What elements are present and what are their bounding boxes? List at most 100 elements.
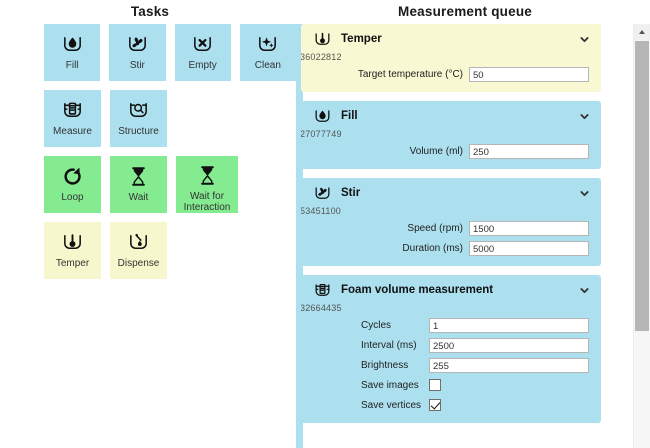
- task-button-label: Loop: [61, 192, 84, 203]
- queue-card-header[interactable]: Temper: [301, 24, 601, 54]
- task-button-label: Temper: [55, 258, 90, 269]
- task-button-wait-for-interaction[interactable]: Wait for Interaction: [176, 156, 238, 213]
- queue-card-title: Fill: [341, 110, 358, 122]
- queue-card-id: 32664435: [301, 303, 342, 313]
- beaker-drop-icon: [311, 107, 333, 125]
- field-input[interactable]: 1: [429, 317, 589, 333]
- task-button-label: Dispense: [117, 258, 160, 269]
- chevron-down-icon[interactable]: [579, 188, 593, 199]
- field-label: Save vertices: [361, 399, 422, 411]
- task-button-dispense[interactable]: Dispense: [110, 222, 167, 279]
- beaker-cross-icon: [191, 31, 214, 57]
- task-button-empty[interactable]: Empty: [174, 24, 231, 81]
- field-input[interactable]: 5000: [469, 240, 589, 256]
- field-input[interactable]: 255: [429, 357, 589, 373]
- scrollbar-thumb[interactable]: [635, 41, 649, 331]
- chevron-down-icon[interactable]: [579, 285, 593, 296]
- task-button-wait[interactable]: Wait: [110, 156, 167, 213]
- beaker-pipette-icon: [127, 229, 150, 255]
- beaker-propeller-icon: [311, 184, 333, 202]
- field-input[interactable]: 1500: [469, 220, 589, 236]
- beaker-thermometer-icon: [61, 229, 84, 255]
- queue-card-id: 27077749: [301, 129, 342, 139]
- field-input[interactable]: 250: [469, 143, 589, 159]
- task-row: Loop Wait Wait for Interaction: [0, 156, 296, 213]
- queue-card-title: Stir: [341, 187, 361, 199]
- task-button-label: Clean: [254, 60, 281, 71]
- beaker-magnifier-icon: [127, 97, 150, 123]
- field-label: Cycles: [361, 319, 392, 331]
- field-checkbox[interactable]: [429, 399, 441, 411]
- queue-card-id: 36022812: [301, 52, 342, 62]
- task-button-label: Wait for Interaction: [183, 191, 231, 213]
- queue-card-header[interactable]: Foam volume measurement: [301, 275, 601, 305]
- task-row: Temper Dispense: [0, 222, 296, 279]
- field-row: Save vertices: [313, 397, 589, 413]
- task-button-loop[interactable]: Loop: [44, 156, 101, 213]
- task-button-label: Stir: [129, 60, 145, 71]
- tasks-panel-title: Tasks: [130, 4, 170, 19]
- queue-scrollbar[interactable]: [633, 24, 650, 448]
- task-button-stir[interactable]: Stir: [109, 24, 166, 81]
- field-label: Save images: [361, 379, 419, 391]
- queue-card-title: Foam volume measurement: [341, 284, 494, 296]
- field-row: Save images: [313, 377, 589, 393]
- beaker-sparkle-icon: [256, 31, 279, 57]
- field-checkbox[interactable]: [429, 379, 441, 391]
- field-row: Interval (ms) 2500: [313, 337, 589, 353]
- field-row: Brightness 255: [313, 357, 589, 373]
- queue-card-header[interactable]: Stir: [301, 178, 601, 208]
- task-button-structure[interactable]: Structure: [110, 90, 167, 147]
- beaker-scale-icon: [61, 97, 84, 123]
- field-row: Cycles 1: [313, 317, 589, 333]
- field-row: Speed (rpm) 1500: [313, 220, 589, 236]
- chevron-down-icon[interactable]: [579, 111, 593, 122]
- field-input[interactable]: 50: [469, 66, 589, 82]
- field-row: Duration (ms) 5000: [313, 240, 589, 256]
- beaker-thermometer-icon: [311, 30, 333, 48]
- task-button-temper[interactable]: Temper: [44, 222, 101, 279]
- task-button-measure[interactable]: Measure: [44, 90, 101, 147]
- chevron-down-icon[interactable]: [579, 34, 593, 45]
- field-label: Interval (ms): [361, 339, 417, 351]
- task-button-label: Structure: [118, 126, 159, 137]
- scroll-up-arrow-icon: [639, 30, 645, 34]
- field-label: Brightness: [361, 359, 409, 371]
- field-label: Duration (ms): [402, 242, 463, 254]
- field-input[interactable]: 2500: [429, 337, 589, 353]
- queue-card-header[interactable]: Fill: [301, 101, 601, 131]
- queue-card-title: Temper: [341, 33, 382, 45]
- field-label: Volume (ml): [409, 145, 463, 157]
- task-button-clean[interactable]: Clean: [239, 24, 296, 81]
- scroll-up-button[interactable]: [634, 24, 650, 40]
- field-row: Volume (ml) 250: [313, 143, 589, 159]
- task-button-label: Fill: [65, 60, 79, 71]
- queue-panel-title: Measurement queue: [398, 4, 532, 19]
- hourglass-icon: [196, 163, 219, 188]
- queue-left-rail: [296, 24, 303, 448]
- task-button-fill[interactable]: Fill: [44, 24, 101, 81]
- beaker-propeller-icon: [126, 31, 149, 57]
- beaker-drop-icon: [61, 31, 84, 57]
- field-label: Speed (rpm): [407, 222, 463, 234]
- field-row: Target temperature (°C) 50: [313, 66, 589, 82]
- task-button-label: Measure: [53, 126, 92, 137]
- circular-arrow-icon: [61, 163, 84, 189]
- task-button-label: Wait: [128, 192, 149, 203]
- task-row: Measure Structure: [0, 90, 296, 147]
- beaker-scale-icon: [311, 281, 333, 299]
- hourglass-icon: [127, 163, 150, 189]
- field-label: Target temperature (°C): [357, 68, 463, 80]
- queue-card-id: 53451100: [301, 206, 341, 216]
